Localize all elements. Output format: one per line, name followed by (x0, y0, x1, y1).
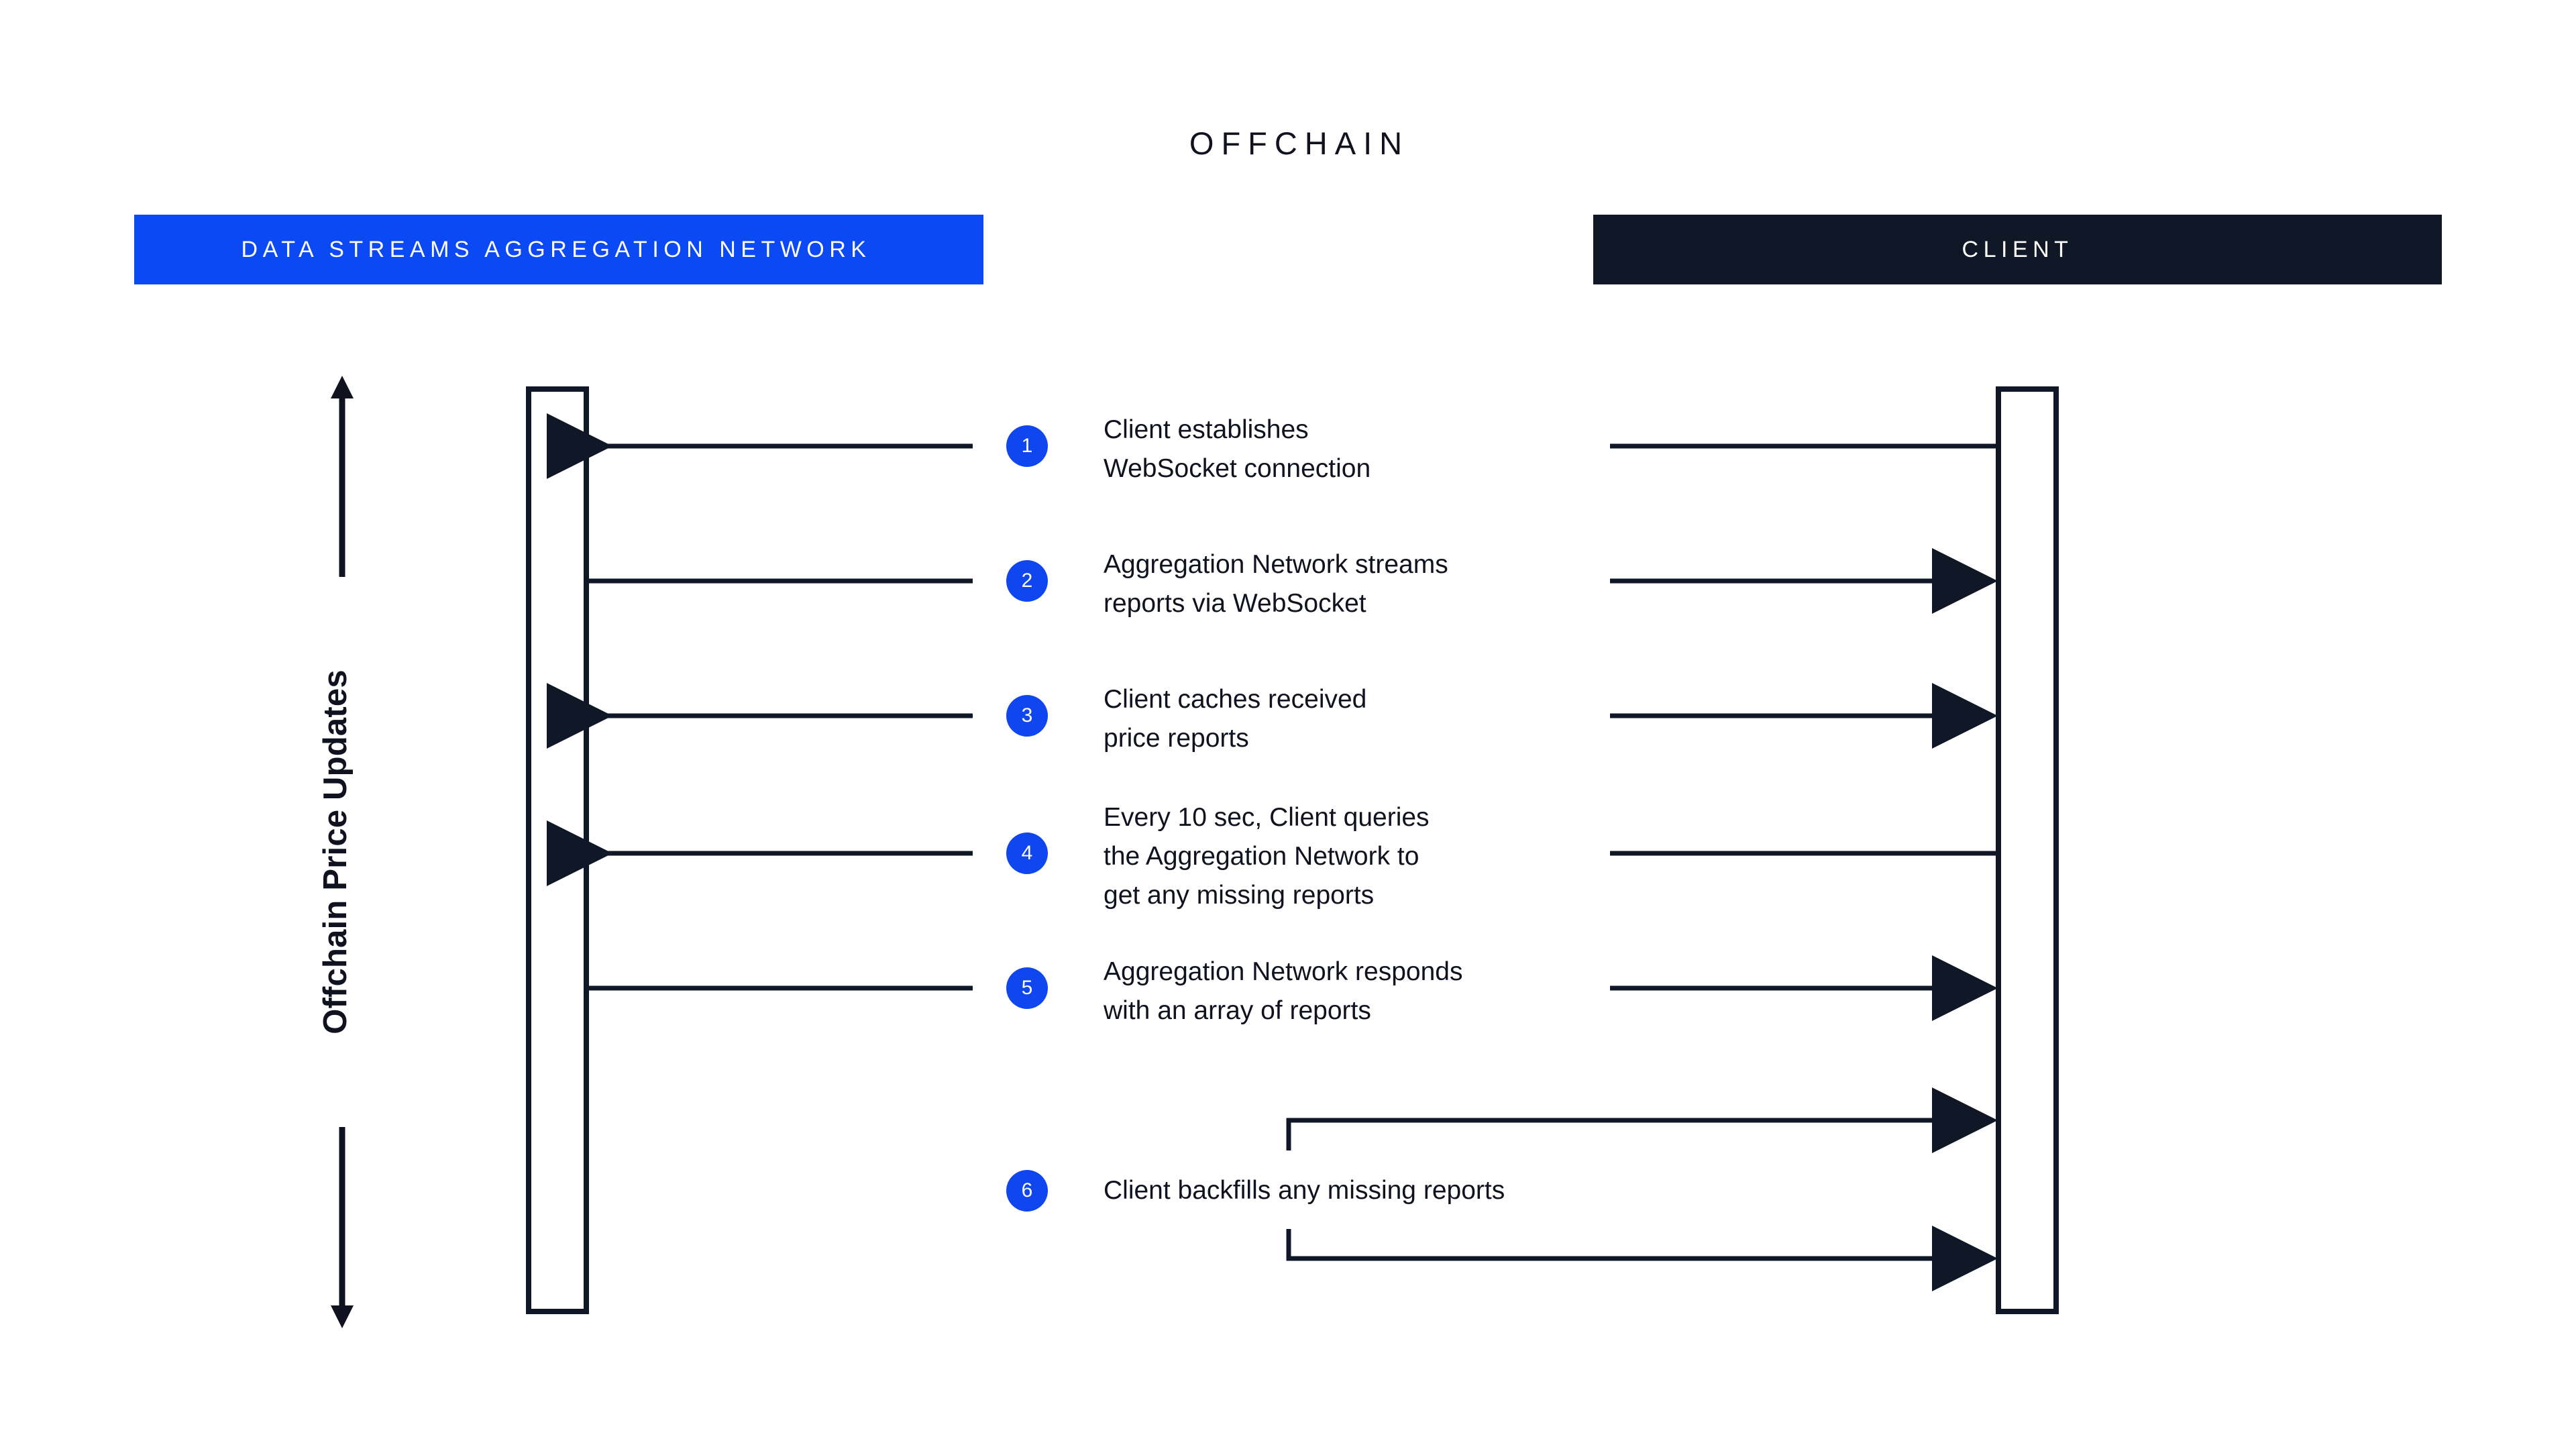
step-label-2: Aggregation Network streams reports via … (1104, 550, 1448, 618)
step-badge-3[interactable]: 3 (1006, 695, 1048, 737)
step-label-4: Every 10 sec, Client queries the Aggrega… (1104, 803, 1430, 910)
step-label-3: Client caches received price reports (1104, 685, 1367, 753)
step-badge-1[interactable]: 1 (1006, 425, 1048, 467)
step-label-5: Aggregation Network responds with an arr… (1104, 957, 1463, 1025)
step-badge-6[interactable]: 6 (1006, 1170, 1048, 1212)
step-badge-4[interactable]: 4 (1006, 833, 1048, 874)
step-badge-5[interactable]: 5 (1006, 967, 1048, 1009)
step-label-1: Client establishes WebSocket connection (1104, 415, 1371, 483)
lane-header-client: CLIENT (1593, 215, 2442, 284)
arrow-up-icon (331, 376, 354, 577)
lane-header-aggregation-network-label: DATA STREAMS AGGREGATION NETWORK (241, 236, 871, 262)
axis-label: Offchain Price Updates (317, 669, 354, 1034)
step-label-6: Client backfills any missing reports (1104, 1176, 1505, 1205)
lane-header-client-label: CLIENT (1962, 236, 2074, 262)
page-title: OFFCHAIN (0, 125, 2576, 162)
arrow-down-icon (331, 1127, 354, 1328)
lifeline-aggregation-network (526, 386, 589, 1314)
lane-header-aggregation-network: DATA STREAMS AGGREGATION NETWORK (134, 215, 983, 284)
page-title-text: OFFCHAIN (1189, 125, 1410, 161)
offchain-price-updates-axis: Offchain Price Updates (275, 376, 396, 1328)
step-badge-2[interactable]: 2 (1006, 560, 1048, 602)
lifeline-client (1996, 386, 2059, 1314)
